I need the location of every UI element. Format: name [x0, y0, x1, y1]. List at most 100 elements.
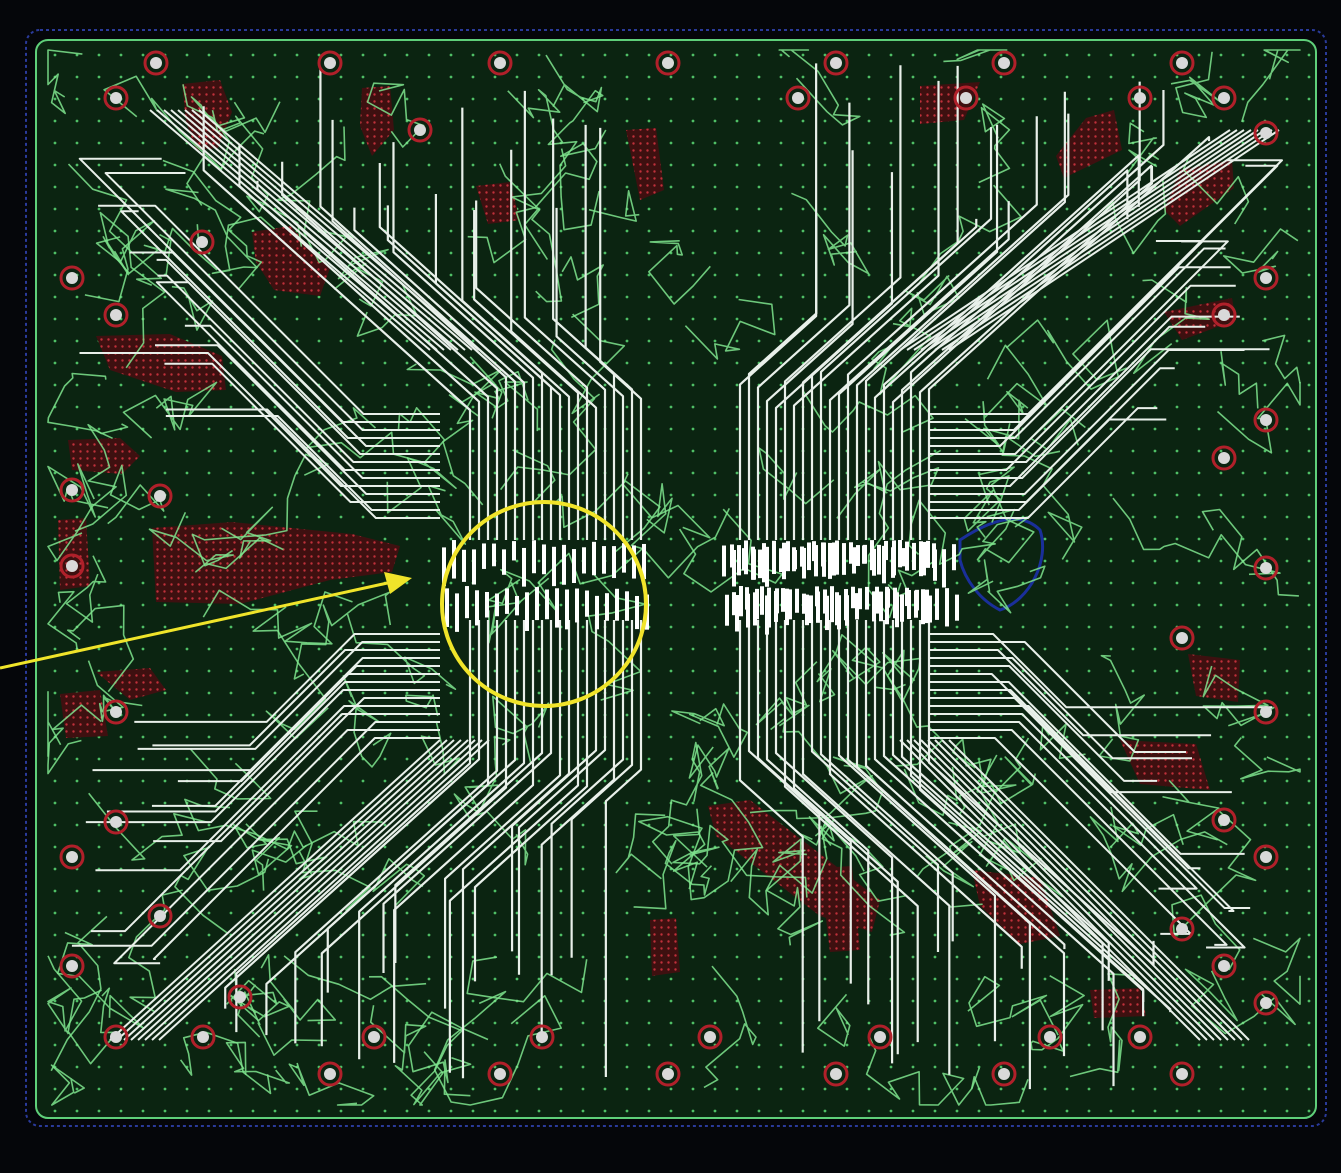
bga-pad	[774, 590, 778, 622]
signal-trace	[443, 620, 562, 1009]
ground-trace	[47, 691, 62, 757]
ground-trace	[162, 159, 263, 290]
bga-pad	[442, 547, 446, 587]
via	[103, 85, 129, 111]
copper-pour	[476, 182, 520, 224]
ground-trace	[630, 483, 731, 579]
ground-trace	[128, 889, 183, 1013]
ground-trace	[545, 54, 603, 113]
signal-trace	[864, 91, 1066, 540]
ground-trace	[765, 825, 828, 946]
signal-trace	[153, 697, 440, 843]
ground-trace	[571, 313, 626, 415]
bga-pad	[532, 540, 536, 574]
via	[697, 1024, 723, 1050]
bga-pad	[739, 586, 743, 617]
signal-trace	[130, 739, 462, 1041]
signal-trace	[378, 163, 544, 540]
bga-pad	[445, 588, 449, 627]
signal-trace	[846, 116, 1038, 540]
bga-pad	[945, 588, 949, 627]
via	[823, 1061, 849, 1087]
bga-pad	[744, 540, 748, 575]
signal-trace	[918, 620, 1145, 1003]
bga-pad	[902, 548, 906, 567]
bga-pad	[832, 542, 836, 576]
bga-pad	[807, 542, 811, 571]
ground-trace	[1201, 508, 1299, 597]
via-core	[1260, 997, 1272, 1009]
bga-pad	[875, 586, 879, 614]
bga-pad	[465, 586, 469, 619]
signal-trace	[920, 129, 1252, 351]
signal-trace	[123, 739, 455, 1041]
via	[823, 50, 849, 76]
via-core	[324, 1068, 336, 1080]
via-core	[662, 1068, 674, 1080]
via	[529, 1024, 555, 1050]
copper-pour	[972, 870, 1060, 944]
ground-trace	[306, 407, 422, 463]
via	[487, 50, 513, 76]
ground-trace	[74, 464, 165, 532]
via	[407, 117, 433, 143]
ground-trace	[407, 1011, 489, 1097]
bga-pad	[455, 593, 459, 632]
signal-trace	[930, 737, 1192, 935]
signal-trace	[238, 145, 481, 540]
ground-trace	[547, 89, 604, 231]
bga-pad	[955, 594, 959, 621]
signal-trace	[930, 689, 1201, 870]
signal-trace	[158, 739, 490, 1041]
bga-pad	[952, 544, 956, 571]
bga-pad	[849, 542, 853, 564]
bga-pad	[758, 549, 762, 579]
bga-pad	[788, 589, 792, 620]
via	[1253, 844, 1279, 870]
via-core	[66, 960, 78, 972]
via-core	[110, 1031, 122, 1043]
via-core	[150, 57, 162, 69]
signal-trace	[198, 109, 480, 351]
ground-trace	[56, 931, 145, 1029]
ground-trace	[294, 810, 377, 911]
via	[103, 809, 129, 835]
signal-trace	[783, 65, 902, 540]
signal-trace	[157, 274, 440, 463]
bga-pad	[814, 545, 818, 577]
bga-pad	[886, 588, 890, 608]
signal-trace	[109, 739, 441, 1041]
bga-pad	[830, 586, 834, 623]
ground-trace	[498, 163, 563, 303]
bga-pad	[565, 589, 569, 630]
ground-trace	[386, 407, 457, 514]
signal-trace	[137, 739, 469, 1041]
bga-pad	[835, 540, 839, 575]
bga-pad	[760, 586, 764, 615]
via	[59, 844, 85, 870]
ground-trace	[1171, 809, 1257, 971]
signal-trace	[906, 739, 1208, 1041]
via-core	[368, 1031, 380, 1043]
bga-pad	[926, 540, 930, 568]
signal-trace	[864, 620, 1066, 950]
ground-trace	[958, 756, 1037, 855]
bga-pad	[475, 590, 479, 626]
ground-trace	[466, 956, 588, 1003]
bga-pad	[793, 549, 797, 570]
signal-trace	[392, 142, 535, 540]
signal-trace	[184, 324, 440, 479]
via	[1169, 625, 1195, 651]
ground-trace	[448, 356, 503, 419]
ground-trace	[1069, 973, 1134, 1078]
bga-pad	[535, 587, 539, 621]
via-core	[1176, 1068, 1188, 1080]
signal-trace	[930, 729, 1228, 946]
via-core	[66, 484, 78, 496]
signal-trace	[319, 68, 517, 540]
via-core	[494, 57, 506, 69]
bga-pad	[893, 587, 897, 619]
ground-trace	[633, 840, 713, 910]
signal-trace	[930, 240, 1229, 455]
